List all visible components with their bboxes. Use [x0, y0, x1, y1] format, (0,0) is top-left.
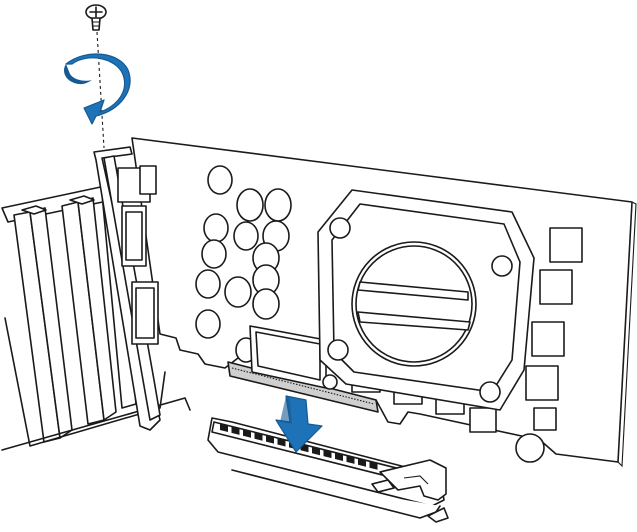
curved-arrow-icon: [64, 53, 131, 125]
heatsink: [317, 189, 535, 411]
screw-icon: [85, 4, 107, 149]
slot-contact: [312, 447, 320, 456]
slot-contact: [277, 438, 286, 447]
slot-contact: [231, 426, 240, 435]
slot-contact: [323, 450, 332, 459]
slot-contact: [335, 453, 343, 461]
slot-contact: [346, 455, 355, 464]
memory-chips: [351, 227, 583, 433]
expansion-card: [93, 137, 637, 468]
slot-contact: [369, 461, 378, 470]
slot-contact: [254, 432, 263, 441]
slot-contact: [266, 435, 274, 444]
slot-contact: [358, 458, 366, 467]
slot-contact: [243, 429, 251, 438]
slot-contact: [220, 424, 228, 432]
pcie-slot: [207, 417, 449, 523]
capacitors: [195, 165, 292, 363]
down-arrow-icon: [275, 395, 323, 453]
